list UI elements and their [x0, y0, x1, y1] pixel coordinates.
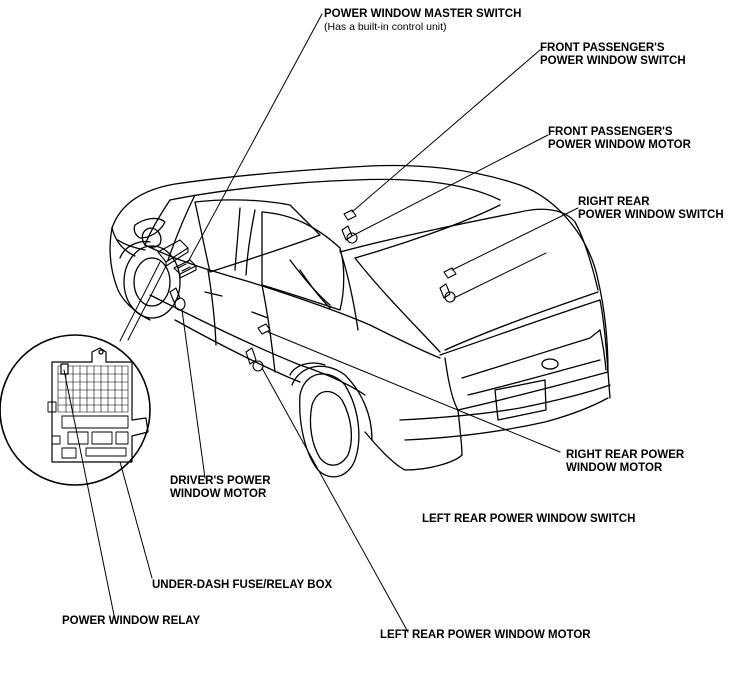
fp-switch-label: FRONT PASSENGER'S POWER WINDOW SWITCH: [540, 42, 686, 68]
lr-motor-shape: [245, 347, 257, 365]
car-body: [109, 164, 611, 478]
lr-switch-label: LEFT REAR POWER WINDOW SWITCH: [422, 513, 636, 525]
fp-switch-shape: [343, 209, 357, 221]
driver-motor-label: DRIVER'S POWER WINDOW MOTOR: [170, 475, 271, 501]
fp-motor-label: FRONT PASSENGER'S POWER WINDOW MOTOR: [548, 126, 691, 152]
fp-motor-line2: POWER WINDOW MOTOR: [548, 139, 691, 151]
leader-lines: [63, 13, 579, 633]
rr-switch-line1: RIGHT REAR: [578, 196, 650, 208]
fp-switch-line2: POWER WINDOW SWITCH: [540, 55, 686, 67]
rr-switch-line2: POWER WINDOW SWITCH: [578, 209, 724, 221]
rr-motor-line2: WINDOW MOTOR: [566, 462, 663, 474]
fuse-box-label: UNDER-DASH FUSE/RELAY BOX: [152, 579, 333, 591]
rr-motor-label: RIGHT REAR POWER WINDOW MOTOR: [566, 449, 684, 475]
rr-motor-line1: RIGHT REAR POWER: [566, 449, 685, 461]
rr-switch-label: RIGHT REAR POWER WINDOW SWITCH: [578, 196, 724, 222]
rear-wheel: [289, 362, 360, 478]
rr-motor-shape: [439, 283, 451, 299]
master-switch-title: POWER WINDOW MASTER SWITCH: [324, 8, 522, 20]
master-switch-label: POWER WINDOW MASTER SWITCH (Has a built-…: [324, 8, 521, 34]
fp-motor-line1: FRONT PASSENGER'S: [548, 126, 673, 138]
lr-switch-shape: [257, 323, 271, 335]
fuse-box-inset: [0, 334, 151, 486]
front-wheel: [119, 240, 181, 319]
master-switch-note: (Has a built-in control unit): [324, 21, 447, 33]
driver-motor-line2: WINDOW MOTOR: [170, 488, 267, 500]
fp-switch-line1: FRONT PASSENGER'S: [540, 42, 665, 54]
relay-label: POWER WINDOW RELAY: [62, 615, 201, 627]
driver-motor-shape: [169, 287, 181, 303]
driver-motor-line1: DRIVER'S POWER: [170, 475, 271, 487]
rr-switch-shape: [443, 267, 457, 279]
lr-motor-label: LEFT REAR POWER WINDOW MOTOR: [380, 629, 591, 641]
